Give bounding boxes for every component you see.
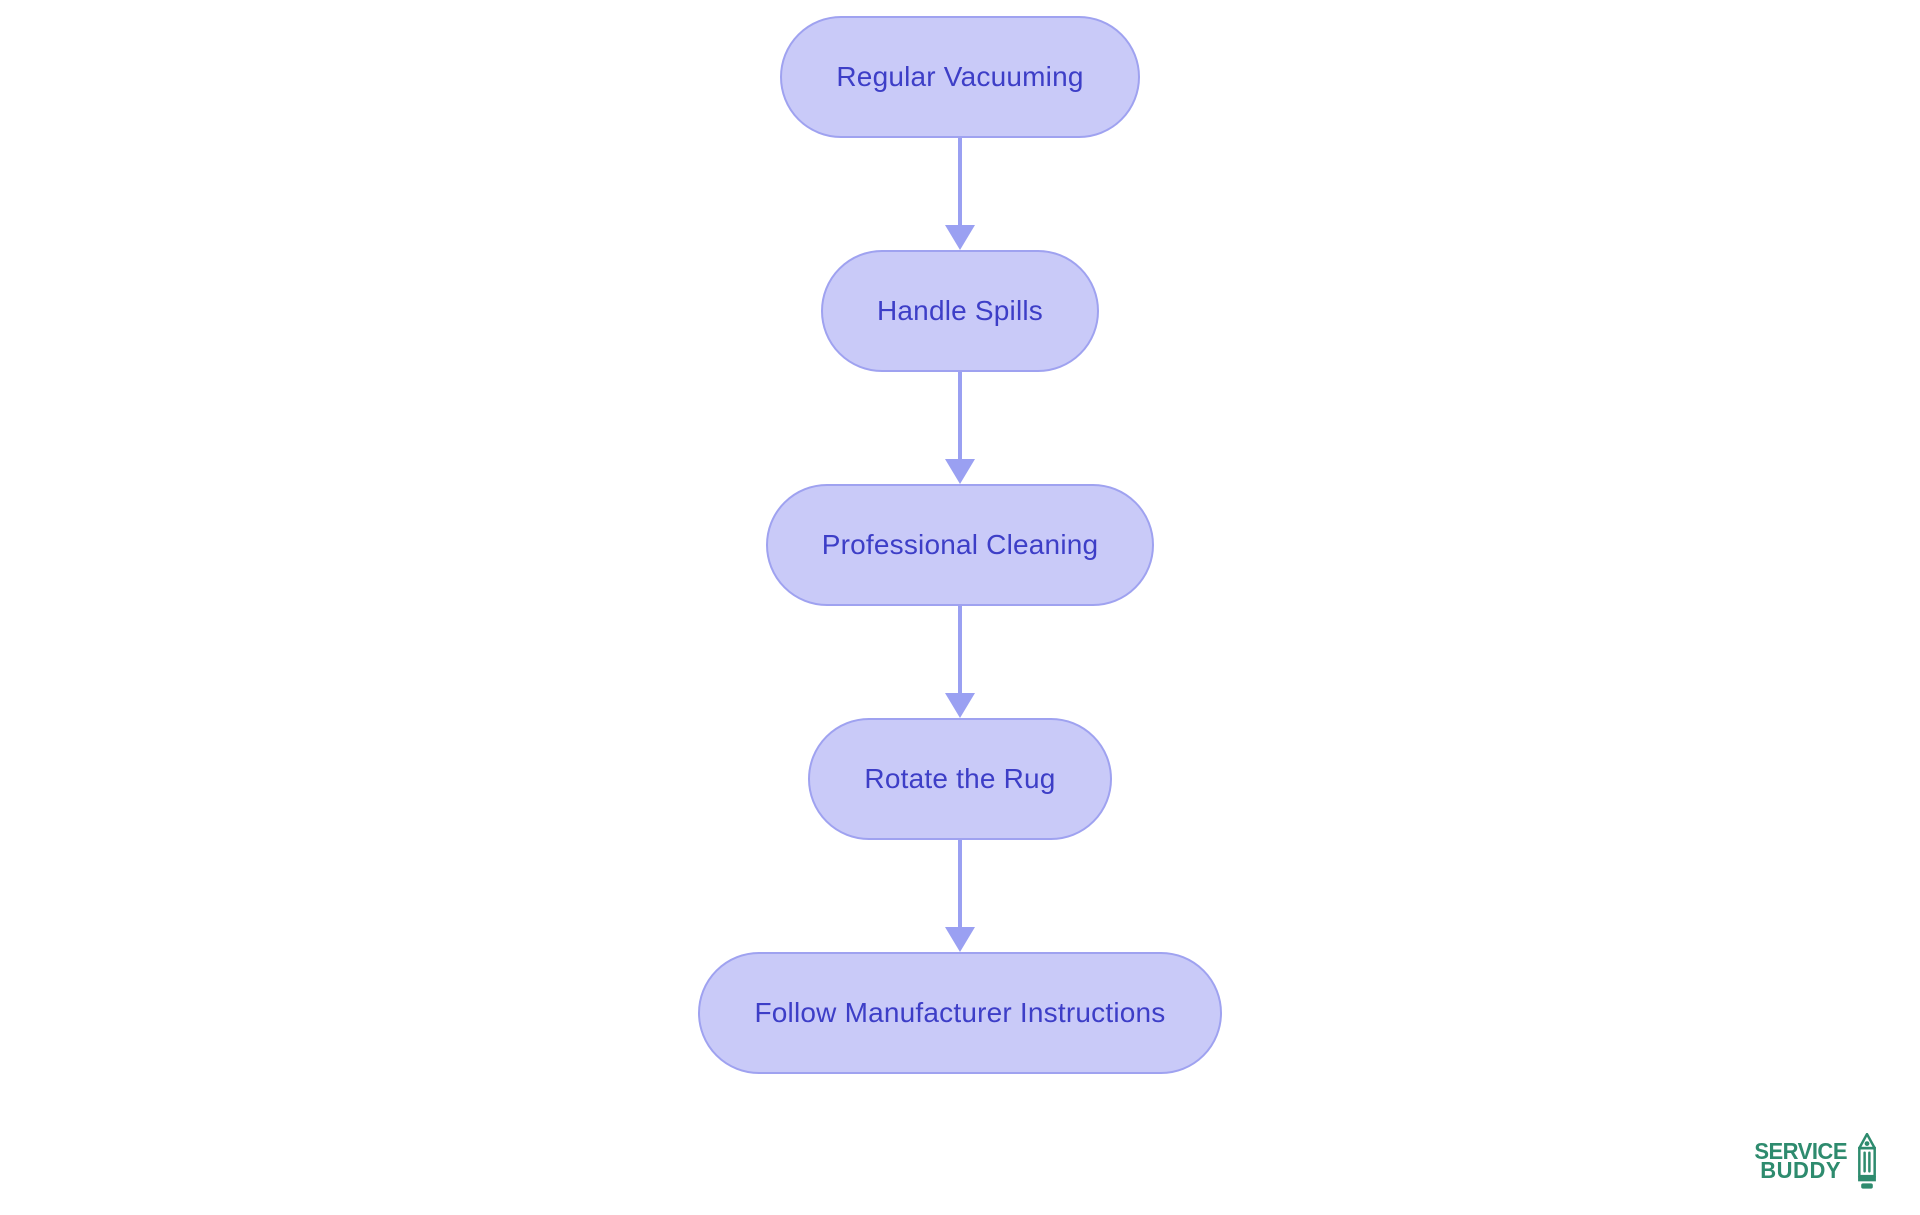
arrow-shaft bbox=[958, 606, 962, 693]
arrow-head bbox=[945, 225, 975, 250]
arrow-down bbox=[945, 138, 975, 250]
arrow-shaft bbox=[958, 372, 962, 459]
arrow-head bbox=[945, 693, 975, 718]
logo-line2: BUDDY bbox=[1760, 1156, 1842, 1184]
pencil-icon bbox=[1858, 1133, 1876, 1189]
arrow-head bbox=[945, 927, 975, 952]
flow-node: Follow Manufacturer Instructions bbox=[698, 952, 1222, 1074]
flow-node: Professional Cleaning bbox=[765, 484, 1155, 606]
flow-node: Handle Spills bbox=[820, 250, 1100, 372]
service-buddy-logo: SERVICE BUDDY bbox=[1754, 1133, 1880, 1189]
arrow-head bbox=[945, 459, 975, 484]
arrow-down bbox=[945, 372, 975, 484]
arrow-down bbox=[945, 606, 975, 718]
flow-node: Rotate the Rug bbox=[808, 718, 1112, 840]
flow-node: Regular Vacuuming bbox=[780, 16, 1140, 138]
arrow-shaft bbox=[958, 138, 962, 225]
logo-line1: SERVICE bbox=[1754, 1137, 1847, 1165]
logo-wordmark: SERVICE BUDDY bbox=[1754, 1137, 1847, 1184]
arrow-shaft bbox=[958, 840, 962, 927]
arrow-down bbox=[945, 840, 975, 952]
